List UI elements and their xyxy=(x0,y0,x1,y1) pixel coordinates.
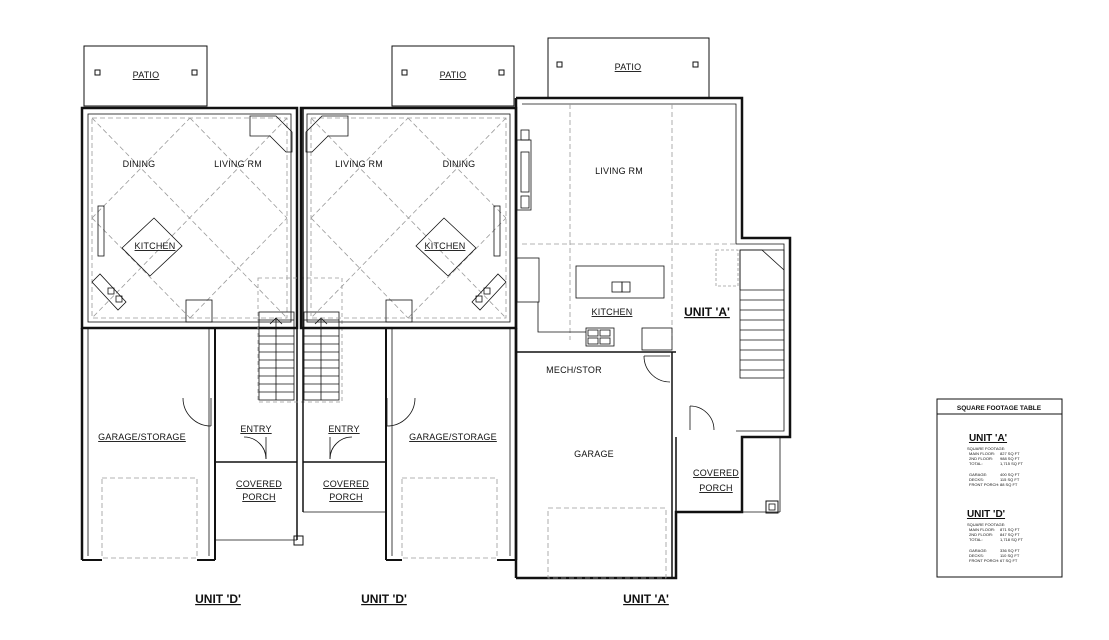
square-footage-table: SQUARE FOOTAGE TABLE UNIT 'A' SQUARE FOO… xyxy=(936,398,1063,578)
table-a-row-value: 400 SQ FT xyxy=(1000,472,1020,477)
unit-a-caption: UNIT 'A' xyxy=(623,592,669,606)
unit-d-caption-1: UNIT 'D' xyxy=(195,592,241,606)
table-d-row-label: TOTAL: xyxy=(969,537,983,542)
table-d-row-value: 847 SQ FT xyxy=(1000,532,1020,537)
table-d-row-label: DECKS: xyxy=(969,553,984,558)
kitchen-label-2: KITCHEN xyxy=(425,241,466,251)
unit-d-left-dashed xyxy=(91,117,288,559)
entry-label-2: ENTRY xyxy=(328,424,359,434)
living-label-a: LIVING RM xyxy=(595,166,643,176)
patio-label-1: PATIO xyxy=(133,70,160,80)
covered-label-a: COVERED xyxy=(693,468,739,478)
unit-d-right-dashed xyxy=(310,117,507,559)
mech-label: MECH/STOR xyxy=(546,365,602,375)
table-a-row-label: FRONT PORCH: xyxy=(969,482,999,487)
patio-1 xyxy=(83,45,208,107)
table-a-row-value: 1,715 SQ FT xyxy=(1000,461,1023,466)
covered-label-1: COVERED xyxy=(236,479,282,489)
table-d-row-label: FRONT PORCH: xyxy=(969,558,999,563)
unit-d-left-fixtures xyxy=(91,115,293,323)
kitchen-label-1: KITCHEN xyxy=(135,241,176,251)
table-a-row-label: TOTAL: xyxy=(969,461,983,466)
table-a-row-value: 115 SQ FT xyxy=(1000,477,1020,482)
table-unit-a-heading: UNIT 'A' xyxy=(969,433,1007,444)
table-d-row-value: 1,718 SQ FT xyxy=(1000,537,1023,542)
unit-d-left-walls xyxy=(80,106,299,561)
unit-a-doors xyxy=(643,355,715,431)
living-label-1: LIVING RM xyxy=(214,159,262,169)
table-d-row-value: 67 SQ FT xyxy=(1000,558,1018,563)
porch-label-a: PORCH xyxy=(699,483,733,493)
table-a-row-value: 988 SQ FT xyxy=(1000,456,1020,461)
table-a-row-value: 88 SQ FT xyxy=(1000,482,1018,487)
unit-a-fixtures xyxy=(516,129,785,379)
table-a-row-label: DECKS: xyxy=(969,477,984,482)
kitchen-label-a: KITCHEN xyxy=(592,307,633,317)
garage-label-a: GARAGE xyxy=(574,449,614,459)
table-d-row-label: 2ND FLOOR: xyxy=(969,532,993,537)
table-d-row-value: 110 SQ FT xyxy=(1000,553,1020,558)
table-a-row-label: MAIN FLOOR: xyxy=(969,451,995,456)
garage-storage-label-1: GARAGE/STORAGE xyxy=(98,432,186,442)
unit-a-inline-label: UNIT 'A' xyxy=(684,305,730,319)
garage-storage-label-2: GARAGE/STORAGE xyxy=(409,432,497,442)
living-label-2: LIVING RM xyxy=(335,159,383,169)
table-d-row-value: 336 SQ FT xyxy=(1000,548,1020,553)
unit-a-dashed xyxy=(522,104,736,579)
table-d-row-label: MAIN FLOOR: xyxy=(969,527,995,532)
porch-label-2: PORCH xyxy=(329,492,363,502)
table-d-row-value: 871 SQ FT xyxy=(1000,527,1020,532)
table-unit-a-section: SQUARE FOOTAGE: xyxy=(967,446,1005,451)
table-unit-d-heading: UNIT 'D' xyxy=(967,509,1005,520)
table-d-row-label: GARAGE: xyxy=(969,548,987,553)
patio-2 xyxy=(391,45,515,107)
unit-d-left-doors xyxy=(182,397,267,460)
table-title: SQUARE FOOTAGE TABLE xyxy=(957,405,1042,412)
patio-label-2: PATIO xyxy=(440,70,467,80)
table-unit-d-section: SQUARE FOOTAGE: xyxy=(967,522,1005,527)
unit-d-caption-2: UNIT 'D' xyxy=(361,592,407,606)
table-a-row-label: 2ND FLOOR: xyxy=(969,456,993,461)
patio-label-3: PATIO xyxy=(615,62,642,72)
covered-label-2: COVERED xyxy=(323,479,369,489)
table-a-row-label: GARAGE: xyxy=(969,472,987,477)
table-a-row-value: 827 SQ FT xyxy=(1000,451,1020,456)
unit-a-walls xyxy=(514,96,792,580)
unit-d-right-doors xyxy=(329,397,416,460)
unit-d-right-fixtures xyxy=(305,115,507,323)
entry-label-1: ENTRY xyxy=(240,424,271,434)
dining-label-1: DINING xyxy=(123,159,156,169)
porch-label-1: PORCH xyxy=(242,492,276,502)
dining-label-2: DINING xyxy=(443,159,476,169)
